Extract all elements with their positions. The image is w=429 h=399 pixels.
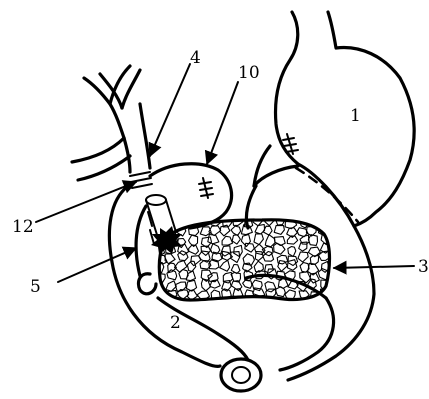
pancreas-lobule — [231, 226, 241, 235]
pancreas-lobule — [308, 235, 317, 246]
bile-duct — [72, 66, 176, 244]
pancreas-lobule — [186, 280, 196, 291]
label-2: 2 — [170, 313, 181, 333]
pancreas-lobule — [255, 225, 265, 235]
pancreas-lobule — [166, 281, 176, 291]
label-4: 4 — [190, 48, 201, 68]
intestinal-loop — [109, 166, 374, 391]
pancreas-lobule — [234, 245, 243, 256]
label-10: 10 — [238, 63, 260, 83]
leader-line-5 — [58, 248, 136, 282]
stomach — [254, 12, 414, 226]
pancreas-lobule — [274, 226, 284, 235]
pancreas-lobule — [275, 287, 285, 297]
pancreas-lobule — [220, 260, 230, 271]
label-12: 12 — [12, 217, 34, 237]
pancreas-lobule — [222, 236, 233, 245]
pancreas-lobule — [165, 254, 175, 264]
pancreas-lobule — [231, 265, 240, 274]
label-1: 1 — [350, 106, 361, 126]
pancreas-lobule — [265, 235, 275, 247]
pancreas-lobule — [310, 273, 319, 283]
pancreas — [153, 214, 332, 301]
leader-line-12 — [36, 182, 136, 222]
pancreas-lobule — [208, 235, 219, 244]
label-5: 5 — [30, 277, 41, 297]
pancreas-lobule — [179, 217, 190, 225]
leader-line-4 — [150, 64, 190, 156]
pancreas-lobule — [253, 288, 265, 296]
leader-line-10 — [207, 82, 238, 164]
pancreas-lobule — [320, 216, 331, 226]
label-3: 3 — [418, 257, 429, 277]
leader-line-3 — [334, 266, 414, 268]
pancreas-lobule — [155, 218, 165, 227]
pancreas-lobule — [254, 234, 263, 245]
pancreas-lobule — [288, 247, 296, 257]
pancreas-lobule — [232, 235, 240, 244]
pancreas-lobule — [298, 252, 308, 262]
pancreas-lobule — [274, 243, 285, 254]
pancreas-lobule — [245, 243, 255, 252]
